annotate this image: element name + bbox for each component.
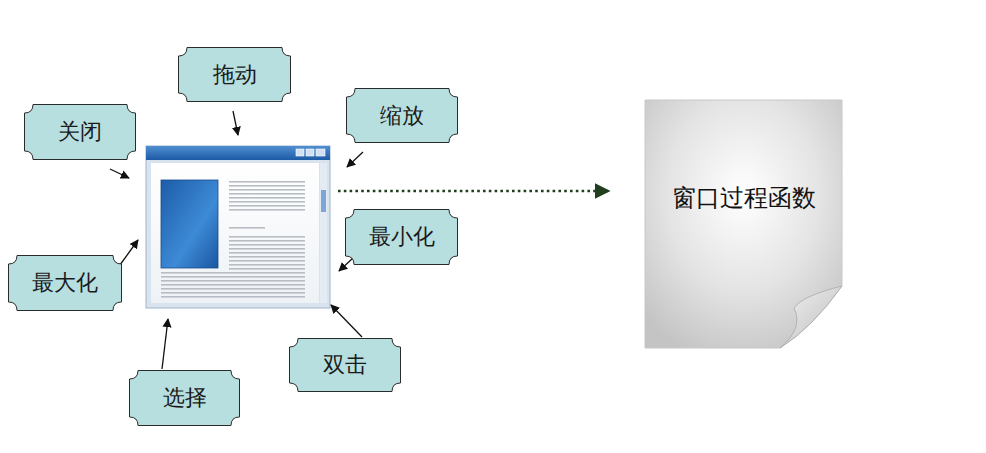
dotted-arrow	[338, 190, 609, 193]
node-label: 选择	[163, 383, 207, 413]
callout-box: 选择	[129, 370, 240, 426]
callout-box: 最大化	[8, 255, 122, 311]
callout-box: 拖动	[178, 47, 291, 102]
node-label: 窗口过程函数	[672, 182, 816, 214]
callout-box: 双击	[289, 338, 401, 392]
callout-box: 最小化	[345, 209, 458, 265]
node-label: 最大化	[32, 268, 98, 298]
node-label: 最小化	[369, 222, 435, 252]
leader-arrows	[110, 111, 363, 369]
callout-box: 关闭	[24, 104, 136, 160]
node-label: 关闭	[58, 117, 102, 147]
document-outline	[645, 100, 842, 348]
callout-box: 缩放	[346, 88, 458, 143]
node-label: 缩放	[380, 101, 424, 131]
document-shape: 窗口过程函数	[645, 100, 842, 348]
node-label: 拖动	[213, 60, 257, 90]
node-label: 双击	[323, 350, 367, 380]
window-picture	[146, 146, 330, 308]
